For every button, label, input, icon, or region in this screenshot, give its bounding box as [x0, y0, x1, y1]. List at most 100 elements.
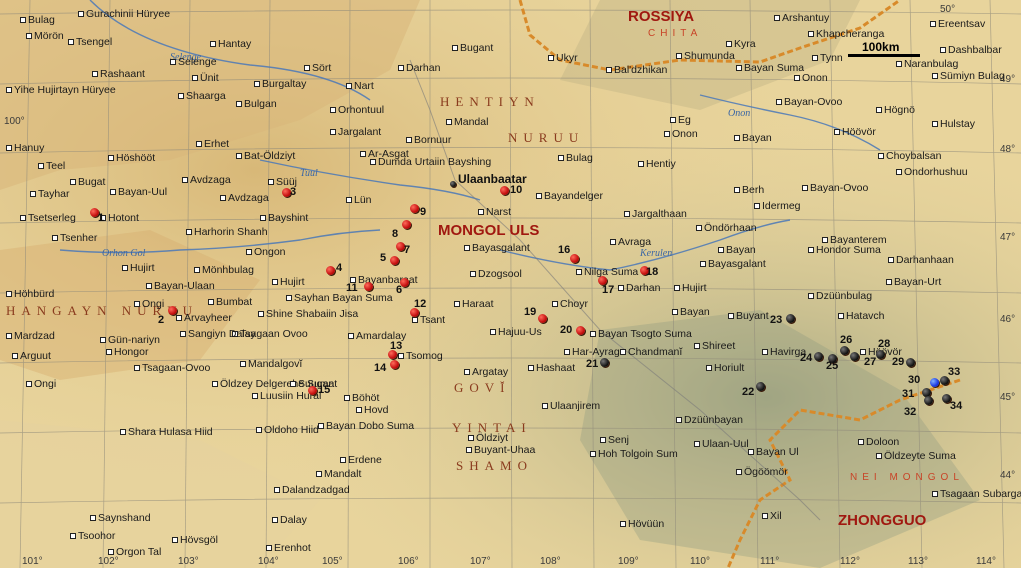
site-marker[interactable]	[942, 394, 951, 403]
place-label[interactable]: Öldziyt	[468, 432, 508, 444]
place-label[interactable]: Rashaant	[92, 68, 145, 80]
place-label[interactable]: Dalandzadgad	[274, 484, 350, 496]
place-label[interactable]: Horiult	[706, 362, 744, 374]
place-label[interactable]: Khapcheranga	[808, 28, 884, 40]
place-label[interactable]: Bugant	[452, 42, 493, 54]
place-label[interactable]: Darhan	[398, 62, 440, 74]
place-label[interactable]: Orgon Tal	[108, 546, 161, 558]
place-label[interactable]: Bulag	[558, 152, 593, 164]
place-label[interactable]: Bugat	[70, 176, 105, 188]
capital-marker[interactable]	[450, 181, 456, 187]
site-marker[interactable]	[326, 266, 335, 275]
place-label[interactable]: Tsagaan Subarga Hural	[932, 488, 1021, 500]
place-label[interactable]: Tynn	[812, 52, 843, 64]
place-label[interactable]: Shaarga	[178, 90, 226, 102]
place-label[interactable]: Arvayheer	[176, 312, 232, 324]
place-label[interactable]: Eg	[670, 114, 691, 126]
place-label[interactable]: Erdene	[340, 454, 382, 466]
place-label[interactable]: Amardalay	[348, 330, 406, 342]
place-label[interactable]: Gün-nariyn	[100, 334, 160, 346]
place-label[interactable]: Ereentsav	[930, 18, 985, 30]
place-label[interactable]: Böhöt	[344, 392, 379, 404]
place-label[interactable]: Sangiyn Dalay	[180, 328, 256, 340]
place-label[interactable]: Gurachinii Hüryee	[78, 8, 170, 20]
place-label[interactable]: Höövör	[834, 126, 876, 138]
site-marker[interactable]	[500, 186, 509, 195]
place-label[interactable]: Hövsgöl	[172, 534, 218, 546]
place-label[interactable]: Xil	[762, 510, 782, 522]
capital-label[interactable]: Ulaanbaatar	[458, 172, 527, 186]
place-label[interactable]: Dzüünbulag	[808, 290, 872, 302]
place-label[interactable]: Bayan Ul	[748, 446, 799, 458]
place-label[interactable]: Bayanterem	[822, 234, 887, 246]
place-label[interactable]: Tsengel	[68, 36, 112, 48]
place-label[interactable]: Bayan-Ulaan	[146, 280, 215, 292]
place-label[interactable]: Hovd	[356, 404, 389, 416]
place-label[interactable]: Tsetserleg	[20, 212, 76, 224]
place-label[interactable]: Tsagaan Ovoo	[232, 328, 308, 340]
site-marker[interactable]	[924, 396, 933, 405]
place-label[interactable]: Erenhot	[266, 542, 311, 554]
place-label[interactable]: Tayhar	[30, 188, 70, 200]
site-marker[interactable]	[840, 346, 849, 355]
place-label[interactable]: Havirga	[762, 346, 806, 358]
place-label[interactable]: Har-Ayrag	[564, 346, 620, 358]
site-marker[interactable]	[282, 188, 291, 197]
place-label[interactable]: Sayhan Bayan Suma	[286, 292, 393, 304]
site-marker[interactable]	[396, 242, 405, 251]
place-label[interactable]: Sört	[304, 62, 331, 74]
place-label[interactable]: Bayan Tsogto Suma	[590, 328, 692, 340]
place-label[interactable]: Ongi	[134, 298, 164, 310]
place-label[interactable]: Darhan	[618, 282, 660, 294]
place-label[interactable]: Tsagaan-Ovoo	[134, 362, 210, 374]
place-label[interactable]: Bulag	[20, 14, 55, 26]
place-label[interactable]: Choybalsan	[878, 150, 941, 162]
site-marker[interactable]	[390, 256, 399, 265]
place-label[interactable]: Ar-Asgat	[360, 148, 409, 160]
place-label[interactable]: Tsenher	[52, 232, 97, 244]
place-label[interactable]: Bayasgalant	[464, 242, 530, 254]
place-label[interactable]: Tsoohor	[70, 530, 115, 542]
place-label[interactable]: Hövüün	[620, 518, 664, 530]
place-label[interactable]: Hulstay	[932, 118, 975, 130]
site-marker[interactable]	[640, 266, 649, 275]
place-label[interactable]: Mandalgovĭ	[240, 358, 302, 370]
place-label[interactable]: Öldzeyte Suma	[876, 450, 956, 462]
place-label[interactable]: Darhanhaan	[888, 254, 954, 266]
place-label[interactable]: Bayan Dobo Suma	[318, 420, 414, 432]
place-label[interactable]: Ongi	[26, 378, 56, 390]
place-label[interactable]: Harhorin Shanh	[186, 226, 268, 238]
place-label[interactable]: Narst	[478, 206, 511, 218]
place-label[interactable]: Mandal	[446, 116, 488, 128]
place-label[interactable]: Dzogsool	[470, 268, 522, 280]
place-label[interactable]: Nart	[346, 80, 374, 92]
place-label[interactable]: Selenge	[170, 56, 217, 68]
place-label[interactable]: Bayan	[718, 244, 756, 256]
site-marker[interactable]	[388, 350, 397, 359]
place-label[interactable]: Shumunda	[676, 50, 735, 62]
site-marker[interactable]	[906, 358, 915, 367]
place-label[interactable]: Yihe Hujirtayn Hüryee	[6, 84, 116, 96]
place-label[interactable]: Berh	[734, 184, 764, 196]
place-label[interactable]: Tsomog	[398, 350, 443, 362]
place-label[interactable]: Arshantuy	[774, 12, 829, 24]
place-label[interactable]: Hotont	[100, 212, 139, 224]
place-label[interactable]: Onon	[794, 72, 828, 84]
place-label[interactable]: Hujirt	[272, 276, 305, 288]
place-label[interactable]: Ögöömör	[736, 466, 788, 478]
place-label[interactable]: Hajuu-Us	[490, 326, 542, 338]
site-marker[interactable]	[786, 314, 795, 323]
place-label[interactable]: Bayandelger	[536, 190, 603, 202]
place-label[interactable]: Öldzey Delgerehe Suma	[212, 378, 334, 390]
place-label[interactable]: Ondorhushuu	[896, 166, 968, 178]
place-label[interactable]: Ulaan-Uul	[694, 438, 749, 450]
place-label[interactable]: Süüj	[268, 176, 297, 188]
site-marker[interactable]	[922, 388, 931, 397]
site-marker[interactable]	[828, 354, 837, 363]
place-label[interactable]: Luusiin Hural	[252, 390, 321, 402]
place-label[interactable]: Ongon	[246, 246, 286, 258]
place-label[interactable]: Dzüünbayan	[676, 414, 743, 426]
site-marker[interactable]	[940, 376, 949, 385]
place-label[interactable]: Ulaanjirem	[542, 400, 600, 412]
place-label[interactable]: Nilga Suma	[576, 266, 638, 278]
